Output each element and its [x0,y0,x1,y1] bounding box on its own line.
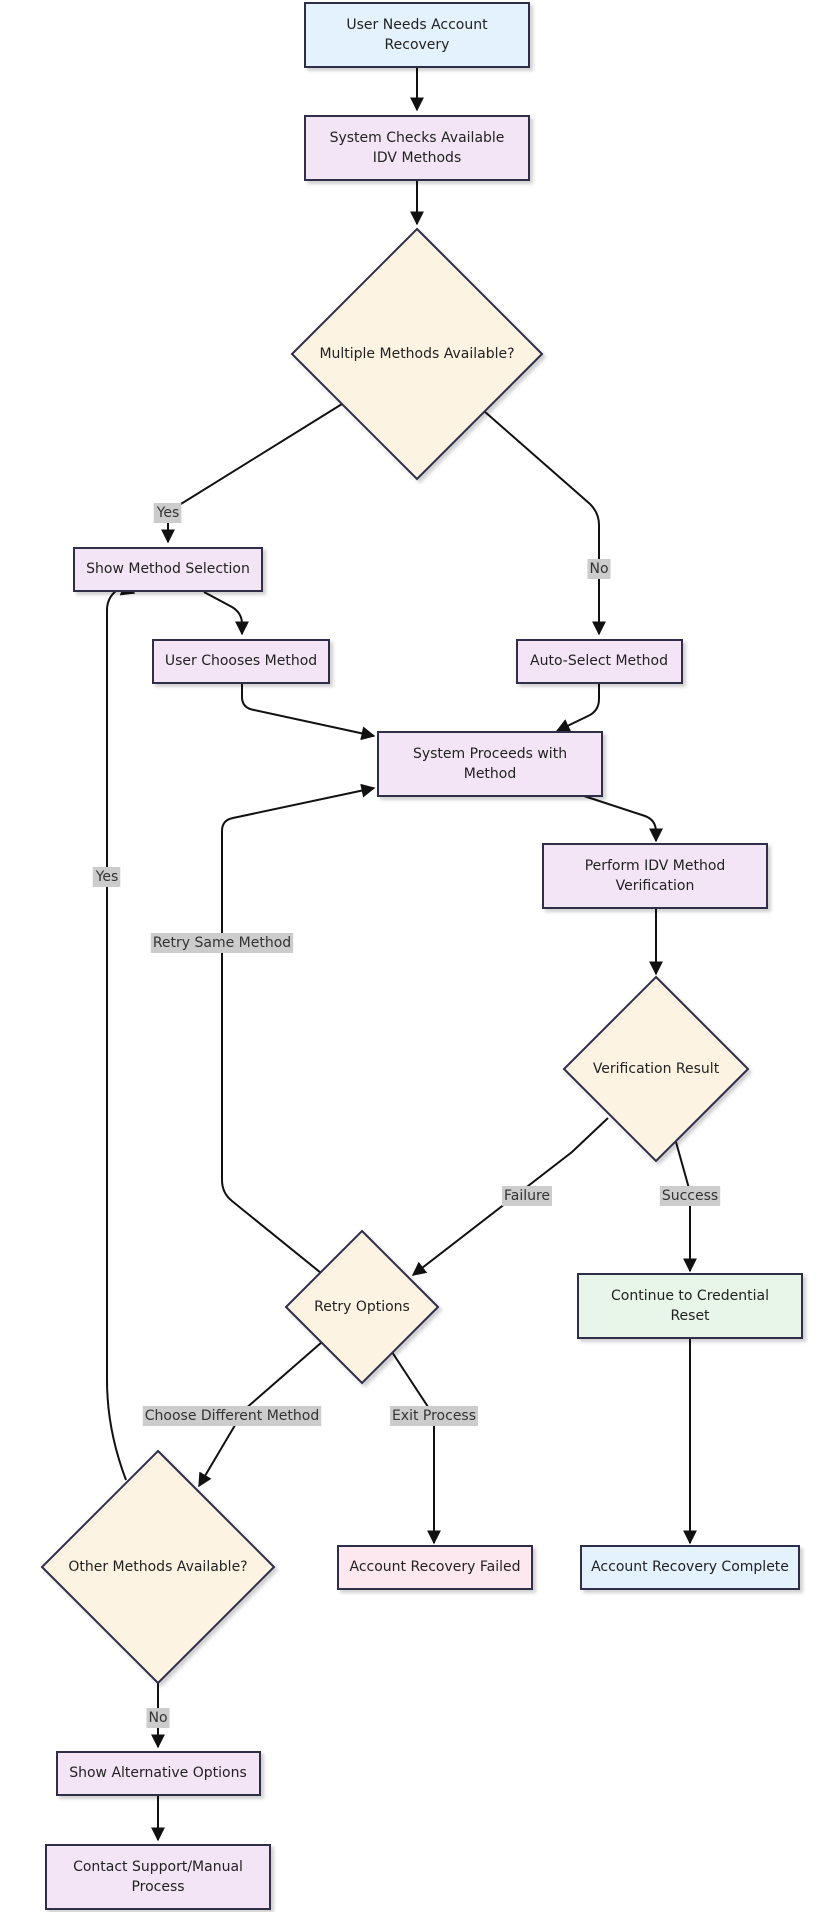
edge-multiple-yes-to-show-selection [161,403,343,544]
node-user-chooses-method-label: User Chooses Method [165,653,317,669]
node-label-line: Auto-Select Method [530,653,668,669]
node-show-method-selection-label: Show Method Selection [86,561,250,577]
edge-show-selection-to-user-chooses [203,591,249,636]
node-auto-select-method-label: Auto-Select Method [530,653,668,669]
svg-text:Failure: Failure [504,1188,550,1204]
node-retry-options-decision [284,1229,440,1385]
edge-label-retry-same: Retry Same Method [150,933,294,953]
node-label-line: Verification [616,878,695,894]
edge-user-chooses-to-system-proceeds [241,684,376,741]
node-system-checks-idv [304,115,530,181]
edge-other-yes-to-show-selection [106,582,136,1481]
node-auto-select-method [516,639,683,684]
node-multiple-methods-label: Multiple Methods Available? [319,346,514,362]
edge-verification-success-to-continue [675,1141,697,1273]
svg-text:Exit Process: Exit Process [392,1408,476,1424]
node-account-recovery-failed-label: Account Recovery Failed [350,1559,521,1575]
svg-text:No: No [148,1710,167,1726]
edge-label-yes-multiple: Yes [153,503,182,523]
edge-system-proceeds-to-perform-idv [583,795,663,843]
edge-label-no-other: No [146,1708,170,1728]
edge-label-failure: Failure [501,1186,553,1206]
node-retry-options-label: Retry Options [314,1299,410,1315]
node-label-line: Perform IDV Method [585,858,726,874]
node-show-alternative-options [56,1751,261,1796]
node-label-line: Contact Support/Manual [73,1859,243,1875]
node-label-line: User Chooses Method [165,653,317,669]
edge-label-success: Success [659,1186,721,1206]
svg-text:Retry Same Method: Retry Same Method [153,935,291,951]
node-user-needs-recovery [304,2,530,68]
edge-label-exit-process: Exit Process [389,1406,479,1426]
svg-text:Success: Success [662,1188,718,1204]
node-label-line: Other Methods Available? [68,1559,247,1575]
edge-label-choose-different: Choose Different Method [142,1406,322,1426]
node-user-chooses-method [152,639,330,684]
node-perform-idv-verification [542,843,768,909]
node-account-recovery-complete [580,1545,800,1590]
edge-multiple-no-to-auto-select [483,410,606,636]
node-verification-result-label: Verification Result [593,1061,720,1077]
edge-verification-failure-to-retry [411,1117,609,1276]
node-label-line: Verification Result [593,1061,720,1077]
node-account-recovery-complete-label: Account Recovery Complete [591,1559,789,1575]
node-label-line: Multiple Methods Available? [319,346,514,362]
node-label-line: IDV Methods [373,150,462,166]
node-label-line: System Proceeds with [413,746,567,762]
svg-text:Yes: Yes [95,869,119,885]
edge-labels: Yes No Yes Retry Same Method Failure Suc… [92,503,721,1728]
edge-label-no-multiple: No [587,559,611,579]
node-label-line: Show Method Selection [86,561,250,577]
node-account-recovery-failed [337,1545,533,1590]
node-other-methods-label: Other Methods Available? [68,1559,247,1575]
node-label-line: Retry Options [314,1299,410,1315]
edge-retry-exit-to-failed [391,1351,441,1545]
svg-text:Choose Different Method: Choose Different Method [145,1408,319,1424]
edge-label-yes-other: Yes [92,867,121,887]
node-label-line: Recovery [385,37,450,53]
node-show-alternative-options-label: Show Alternative Options [69,1765,247,1781]
node-label-line: Continue to Credential [611,1288,769,1304]
edge-retry-same-to-system-proceeds [221,783,376,1274]
node-label-line: Process [131,1879,184,1895]
node-label-line: Show Alternative Options [69,1765,247,1781]
svg-text:No: No [589,561,608,577]
edge-auto-select-to-system-proceeds [555,684,600,732]
node-label-line: Account Recovery Complete [591,1559,789,1575]
node-multiple-methods-decision [290,227,544,481]
node-label-line: Account Recovery Failed [350,1559,521,1575]
node-label-line: User Needs Account [346,17,488,33]
node-other-methods-decision [40,1449,276,1685]
node-label-line: Method [464,766,517,782]
node-system-proceeds-method [377,731,603,797]
node-label-line: System Checks Available [330,130,505,146]
node-verification-result-decision [562,975,750,1163]
svg-text:Yes: Yes [156,505,180,521]
node-show-method-selection [73,547,263,592]
node-continue-credential-reset [577,1273,803,1339]
node-label-line: Reset [670,1308,710,1324]
node-contact-support-manual [45,1844,271,1910]
